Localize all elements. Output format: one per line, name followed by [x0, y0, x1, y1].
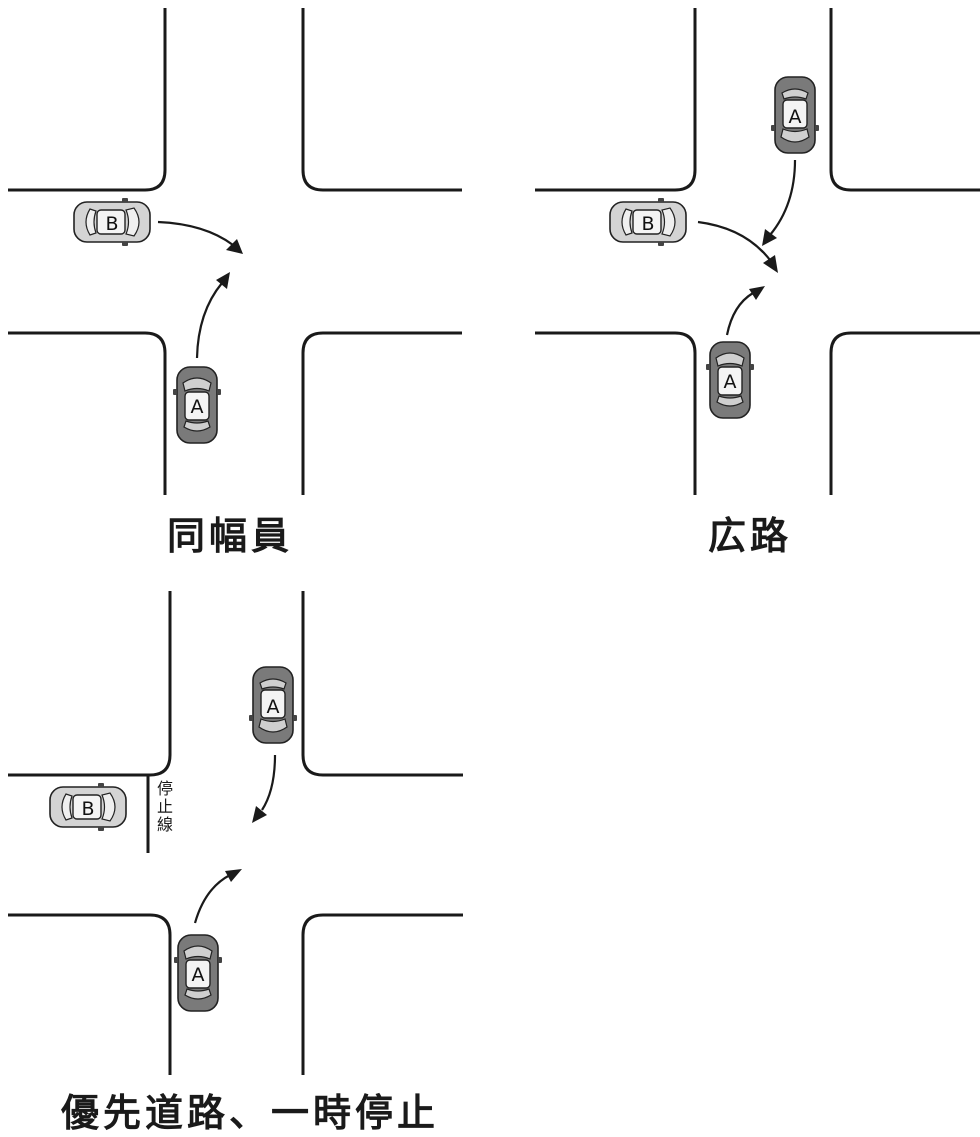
side-mirror	[658, 198, 664, 202]
arrowhead	[226, 239, 243, 254]
car-label: A	[267, 696, 280, 718]
windshield	[258, 718, 288, 733]
arrowhead	[762, 229, 777, 246]
caption-priority-road-stop: 優先道路、一時停止	[60, 1091, 439, 1135]
side-mirror	[658, 242, 664, 246]
windshield	[125, 207, 140, 237]
road-edge-nw	[8, 591, 172, 777]
car-b: B	[609, 198, 687, 246]
road-edge-ne	[829, 8, 980, 192]
side-mirror	[706, 364, 710, 370]
arrowhead	[763, 255, 778, 273]
path-arrow-car-a-top	[261, 754, 277, 811]
road-edge-ne	[301, 8, 462, 192]
intersection-diagram-priority-road-stop: A B A	[8, 591, 463, 1075]
windshield	[715, 352, 745, 367]
side-mirror	[173, 389, 177, 395]
side-mirror	[815, 125, 819, 131]
arrowhead	[216, 272, 230, 289]
car-a-bottom: A	[706, 341, 754, 419]
windshield	[101, 792, 116, 822]
rear-window	[184, 988, 212, 1000]
road-edge-se	[829, 331, 980, 495]
car-a-bottom: A	[174, 934, 222, 1012]
road-edge-nw	[8, 8, 167, 192]
side-mirror	[174, 957, 178, 963]
rear-window	[621, 208, 633, 236]
car-roof	[96, 209, 126, 235]
car-roof	[782, 99, 808, 129]
car-label: B	[105, 213, 118, 235]
car-a-top: A	[771, 76, 819, 154]
car-roof	[260, 689, 286, 719]
road-edge-se	[301, 331, 462, 495]
rear-window	[85, 208, 97, 236]
car-label: B	[641, 213, 654, 235]
path-arrow-car-a-top	[769, 159, 797, 236]
road-edge-sw	[8, 913, 172, 1075]
car-label: B	[81, 798, 94, 820]
car-roof	[632, 209, 662, 235]
road-edge-ne	[301, 591, 463, 777]
path-arrow-car-a-bottom	[193, 874, 231, 924]
road-edge-se	[301, 913, 463, 1075]
intersection-diagram-same-width: B A	[8, 8, 462, 495]
road-edge-nw	[535, 8, 697, 192]
car-a: A	[173, 366, 221, 444]
car-roof	[185, 959, 211, 989]
windshield	[780, 128, 810, 143]
side-mirror	[249, 715, 253, 721]
windshield	[182, 377, 212, 392]
arrowhead	[749, 286, 765, 300]
side-mirror	[217, 389, 221, 395]
path-arrow-car-b	[697, 220, 771, 261]
car-label: A	[191, 396, 204, 418]
intersection-diagram-wide-road: A B A	[535, 8, 980, 495]
road-edge-sw	[535, 331, 697, 495]
car-roof	[717, 366, 743, 396]
caption-same-width: 同幅員	[166, 514, 293, 558]
side-mirror	[98, 827, 104, 831]
path-arrow-car-a-bottom	[725, 292, 754, 336]
arrowhead	[225, 869, 242, 882]
side-mirror	[293, 715, 297, 721]
side-mirror	[218, 957, 222, 963]
car-label: A	[724, 371, 737, 393]
car-label: A	[789, 106, 802, 128]
stop-line-label: 停止線	[156, 779, 173, 834]
rear-window	[259, 678, 287, 690]
side-mirror	[771, 125, 775, 131]
car-b: B	[73, 198, 151, 246]
path-arrow-car-a	[195, 282, 223, 359]
side-mirror	[122, 198, 128, 202]
side-mirror	[750, 364, 754, 370]
car-roof	[72, 794, 102, 820]
rear-window	[781, 88, 809, 100]
side-mirror	[98, 783, 104, 787]
arrowhead	[252, 806, 267, 823]
windshield	[183, 945, 213, 960]
car-b: B	[49, 783, 127, 831]
car-label: A	[192, 964, 205, 986]
windshield	[661, 207, 676, 237]
path-arrow-car-b	[157, 220, 234, 246]
rear-window	[61, 793, 73, 821]
rear-window	[183, 420, 211, 432]
side-mirror	[122, 242, 128, 246]
road-edge-sw	[8, 331, 167, 495]
caption-wide-road: 広路	[707, 514, 792, 558]
car-a-top: A	[249, 666, 297, 744]
car-roof	[184, 391, 210, 421]
rear-window	[716, 395, 744, 407]
